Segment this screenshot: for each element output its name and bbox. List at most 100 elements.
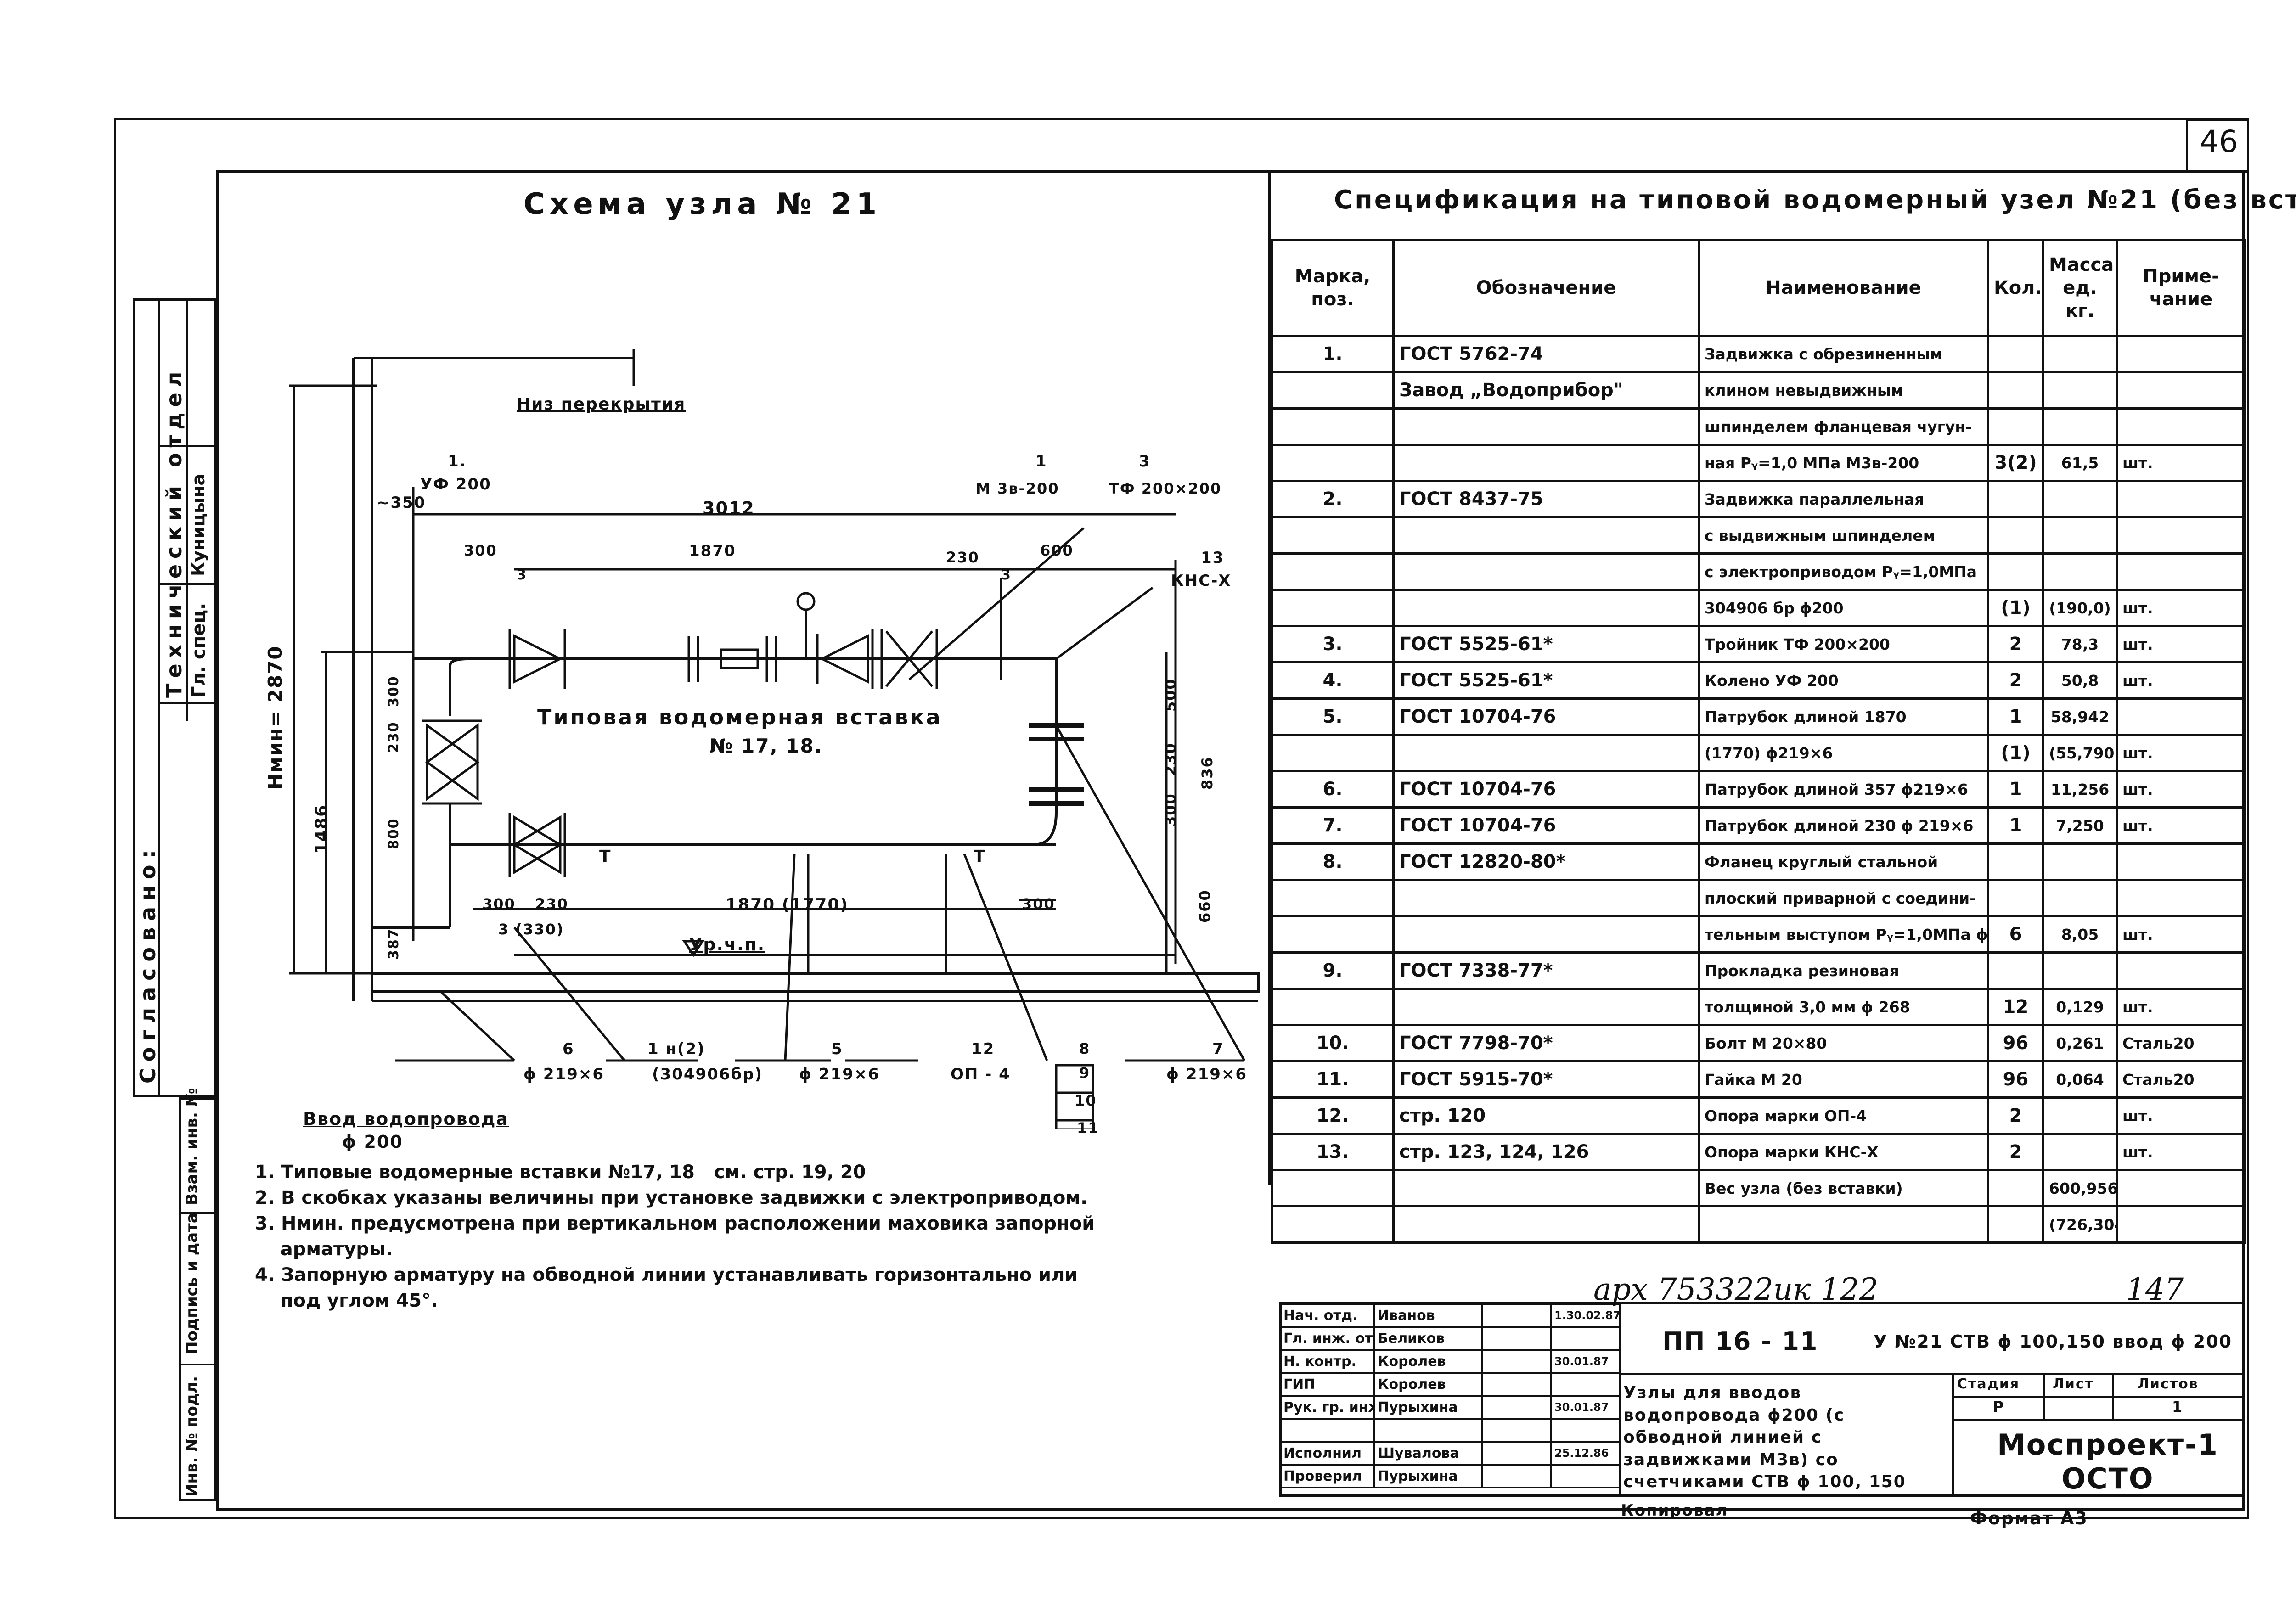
spec-cell	[2116, 335, 2246, 373]
spec-table: Марка, поз. Обозначение Наименование Кол…	[1271, 239, 2246, 1244]
spec-cell: 2	[1987, 1096, 2044, 1135]
dim-500: 500	[1162, 678, 1179, 712]
dim-300-e: 300	[386, 675, 402, 707]
spec-cell: плоский приварной с соедини-	[1698, 879, 1989, 917]
spec-cell	[1392, 1205, 1700, 1244]
page-number: 46	[2200, 124, 2238, 159]
side-block-h3	[158, 445, 216, 447]
spec-cell	[2042, 371, 2118, 410]
stamp-signature	[1481, 1418, 1552, 1443]
stamp-description: Узлы для вводов водопровода ϕ200 (с обво…	[1623, 1383, 1906, 1492]
spec-cell: 4.	[1271, 661, 1395, 700]
spec-row: Вес узла (без вставки)600,956	[1271, 1169, 2246, 1207]
spec-cell	[1392, 734, 1700, 772]
spec-header-designation: Обозначение	[1392, 239, 1700, 337]
spec-cell: Гайка М 20	[1698, 1060, 1989, 1099]
spec-cell	[1271, 516, 1395, 555]
spec-header-note: Приме- чание	[2116, 239, 2246, 337]
spec-cell: ГОСТ 7338-77*	[1392, 951, 1700, 990]
spec-cell: ГОСТ 5525-61*	[1392, 661, 1700, 700]
spec-cell: 3(2)	[1987, 444, 2044, 482]
spec-cell: 6	[1987, 915, 2044, 954]
spec-cell: шпинделем фланцевая чугун-	[1698, 407, 1989, 446]
footer-copied: Копировал	[1621, 1501, 1728, 1520]
stamp-date	[1550, 1326, 1621, 1351]
stamp-sheets-value: 1	[2172, 1398, 2183, 1415]
spec-cell: Опора марки КНС-Ⅹ	[1698, 1133, 1989, 1171]
spec-cell: 1	[1987, 770, 2044, 809]
spec-cell	[1271, 589, 1395, 627]
spec-cell: Колено УФ 200	[1698, 661, 1989, 700]
spec-cell: шт.	[2116, 1133, 2246, 1171]
spec-cell: 0,261	[2042, 1024, 2118, 1062]
spec-cell	[2116, 480, 2246, 518]
mark-3-left: 3	[517, 567, 527, 583]
spec-cell: 5.	[1271, 697, 1395, 736]
spec-cell: 6.	[1271, 770, 1395, 809]
stamp-date	[1550, 1464, 1621, 1488]
inv-block-h2	[179, 1212, 216, 1214]
dim-1486: 1486	[312, 804, 331, 854]
stamp-date: 30.01.87	[1550, 1395, 1621, 1420]
archive-page: 147	[2126, 1272, 2184, 1307]
stamp-role: ГИП	[1279, 1372, 1375, 1397]
spec-cell	[1987, 516, 2044, 555]
spec-cell: Прокладка резиновая	[1698, 951, 1989, 990]
insert-number: № 17, 18.	[709, 735, 823, 757]
spec-cell	[1271, 371, 1395, 410]
spec-cell	[2042, 951, 2118, 990]
callout-9: 9	[1079, 1064, 1091, 1082]
spec-cell: 600,956	[2042, 1169, 2118, 1207]
spec-cell: 0,064	[2042, 1060, 2118, 1099]
side-block-divider-2	[186, 298, 188, 721]
spec-cell	[1698, 1205, 1989, 1244]
spec-cell	[2116, 879, 2246, 917]
spec-cell: 61,5	[2042, 444, 2118, 482]
spec-cell	[1987, 1169, 2044, 1207]
spec-cell	[2116, 697, 2246, 736]
spec-cell: стр. 120	[1392, 1096, 1700, 1135]
spec-cell	[2042, 1133, 2118, 1171]
stamp-signature	[1481, 1395, 1552, 1420]
spec-row: с выдвижным шпинделем	[1271, 516, 2246, 555]
spec-row: 9.ГОСТ 7338-77*Прокладка резиновая	[1271, 951, 2246, 990]
spec-cell: (55,790)	[2042, 734, 2118, 772]
stamp-split-v2	[1952, 1373, 1954, 1497]
spec-cell	[1987, 371, 2044, 410]
note-line: арматуры.	[255, 1239, 393, 1260]
note-line: 1. Типовые водомерные вставки №17, 18 см…	[255, 1162, 866, 1183]
spec-cell: 2	[1987, 625, 2044, 663]
spec-cell	[1271, 734, 1395, 772]
inv-block-h1	[179, 1364, 216, 1365]
spec-cell	[1271, 1205, 1395, 1244]
stamp-org: Моспроект-1 ОСТО	[1997, 1428, 2218, 1496]
spec-cell	[1987, 951, 2044, 990]
dim-330: 3 (330)	[498, 921, 564, 938]
spec-cell	[1392, 444, 1700, 482]
spec-cell	[1987, 842, 2044, 881]
spec-cell: ГОСТ 10704-76	[1392, 770, 1700, 809]
stamp-sheets-header: Листов	[2138, 1376, 2199, 1392]
spec-cell: ГОСТ 12820-80*	[1392, 842, 1700, 881]
spec-header-row: Марка, поз. Обозначение Наименование Кол…	[1271, 239, 2246, 337]
page-number-box	[2186, 118, 2249, 173]
mark-T-right: Т	[974, 847, 986, 866]
callout-7: 7	[1212, 1040, 1224, 1058]
dim-350: ~350	[377, 494, 426, 512]
stamp-signature	[1481, 1464, 1552, 1488]
spec-cell: шт.	[2116, 589, 2246, 627]
stamp-role: Проверил	[1279, 1464, 1375, 1488]
callout-1-top: 1.	[448, 452, 467, 471]
spec-cell: ГОСТ 10704-76	[1392, 697, 1700, 736]
spec-cell	[1271, 444, 1395, 482]
spec-cell	[1987, 335, 2044, 373]
side-block-divider-1	[158, 298, 160, 1097]
callout-6: 6	[563, 1040, 574, 1058]
